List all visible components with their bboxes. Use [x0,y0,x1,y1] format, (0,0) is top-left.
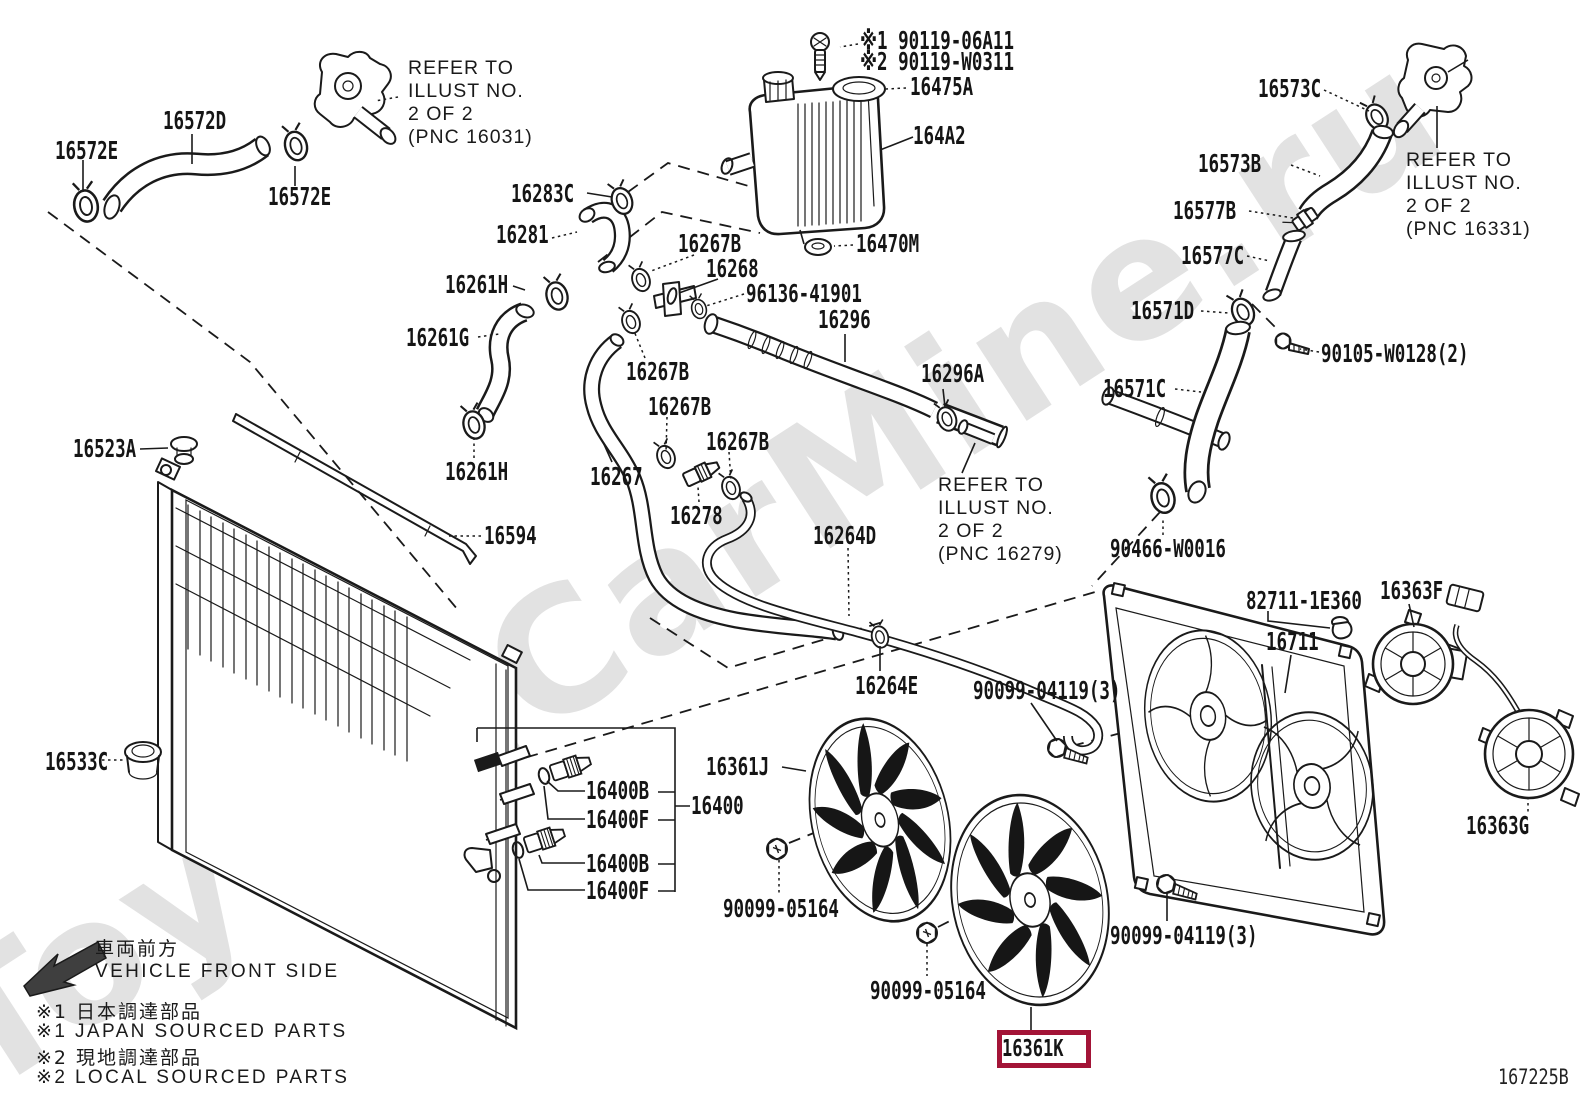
part-label-16523A: 16523A [73,434,137,463]
right-hoses-drawing [1144,42,1473,517]
part-label-16361J: 16361J [706,752,770,781]
vehicle-front-label-en: VEHICLE FRONT SIDE [95,961,340,982]
part-label-16470M: 16470M [856,229,920,258]
part-label-16267B-4: 16267B [706,427,770,456]
note-1-en: ※1 JAPAN SOURCED PARTS [36,1021,348,1042]
fan-16361J-drawing [808,717,952,923]
part-label-90119-W0311: ※2 90119-W0311 [860,47,1014,76]
part-label-16267B-3: 16267B [648,392,712,421]
radiator-support-drawing [124,413,477,780]
refer-note-pnc16331: REFER TO ILLUST NO. 2 OF 2 (PNC 16331) [1406,149,1531,240]
part-label-90466-W0016: 90466-W0016 [1110,534,1226,563]
part-label-16261G: 16261G [406,323,470,352]
part-label-16400B-2: 16400B [586,849,650,878]
refer-note-pnc16031: REFER TO ILLUST NO. 2 OF 2 (PNC 16031) [408,57,533,148]
part-label-16571C: 16571C [1103,374,1167,403]
leader-lines [82,43,1529,1031]
part-label-16572E-1: 16572E [55,136,119,165]
part-label-16400B-1: 16400B [586,776,650,805]
note-1-jp: ※1 日本調達部品 [36,1001,203,1023]
part-label-16400F-2: 16400F [586,876,650,905]
part-label-16363F: 16363F [1380,576,1444,605]
note-2-en: ※2 LOCAL SOURCED PARTS [36,1067,350,1088]
part-label-164A2: 164A2 [913,121,966,150]
part-label-16267B-2: 16267B [626,357,690,386]
vehicle-front-arrow-icon [23,940,107,997]
note-2-jp: ※2 現地調達部品 [36,1047,203,1069]
page-code: 167225B [1498,1065,1569,1089]
highlighted-part-box: 16361K [997,1030,1091,1068]
part-label-16264D: 16264D [813,521,877,550]
part-label-16475A: 16475A [910,72,974,101]
part-label-16283C: 16283C [511,179,575,208]
part-label-90099-05164-1: 90099-05164 [723,894,839,923]
upper-hose-drawing [68,50,397,225]
part-label-16577B: 16577B [1173,196,1237,225]
part-label-90099-04119-2: 90099-04119(3) [1110,921,1258,950]
fan-shroud-drawing [1045,582,1580,936]
vehicle-front-label-jp: 車両前方 [95,938,180,960]
part-label-16278: 16278 [670,501,723,530]
part-label-16296A: 16296A [921,359,985,388]
part-label-16573B: 16573B [1198,149,1262,178]
part-label-16400: 16400 [691,791,744,820]
part-label-16572E-2: 16572E [268,182,332,211]
part-label-16594: 16594 [484,521,537,550]
part-label-16572D: 16572D [163,106,227,135]
part-label-16573C: 16573C [1258,74,1322,103]
reservoir-tank-drawing [720,32,886,256]
part-label-16711: 16711 [1266,627,1319,656]
part-label-16267: 16267 [590,462,643,491]
radiator-assy-bracket [476,727,690,892]
part-label-16268: 16268 [706,254,759,283]
highlighted-part-label: 16361K [1002,1035,1064,1062]
part-label-82711-1E360: 82711-1E360 [1246,586,1362,615]
part-label-16261H-1: 16261H [445,270,509,299]
part-label-16571D: 16571D [1131,296,1195,325]
bolt-90105 [1274,332,1310,355]
part-label-16281: 16281 [496,220,549,249]
fan-16361K-drawing [950,793,1110,1007]
radiator-drawing [154,457,535,1031]
part-label-96136-41901: 96136-41901 [746,279,862,308]
part-label-90099-05164-2: 90099-05164 [870,976,986,1005]
part-label-16400F-1: 16400F [586,805,650,834]
part-label-16363G: 16363G [1466,811,1530,840]
part-label-16261H-2: 16261H [445,457,509,486]
part-label-16296: 16296 [818,305,871,334]
part-label-16577C: 16577C [1181,241,1245,270]
part-label-16267B-1: 16267B [678,229,742,258]
center-hoses-drawing [457,176,1231,750]
part-label-16264E: 16264E [855,671,919,700]
refer-note-pnc16279: REFER TO ILLUST NO. 2 OF 2 (PNC 16279) [938,474,1063,565]
part-label-16533C: 16533C [45,747,109,776]
part-label-90105-W0128: 90105-W0128(2) [1321,339,1469,368]
part-label-90119-06A11: ※1 90119-06A11 [860,26,1014,55]
part-label-90099-04119-1: 90099-04119(3) [973,676,1121,705]
